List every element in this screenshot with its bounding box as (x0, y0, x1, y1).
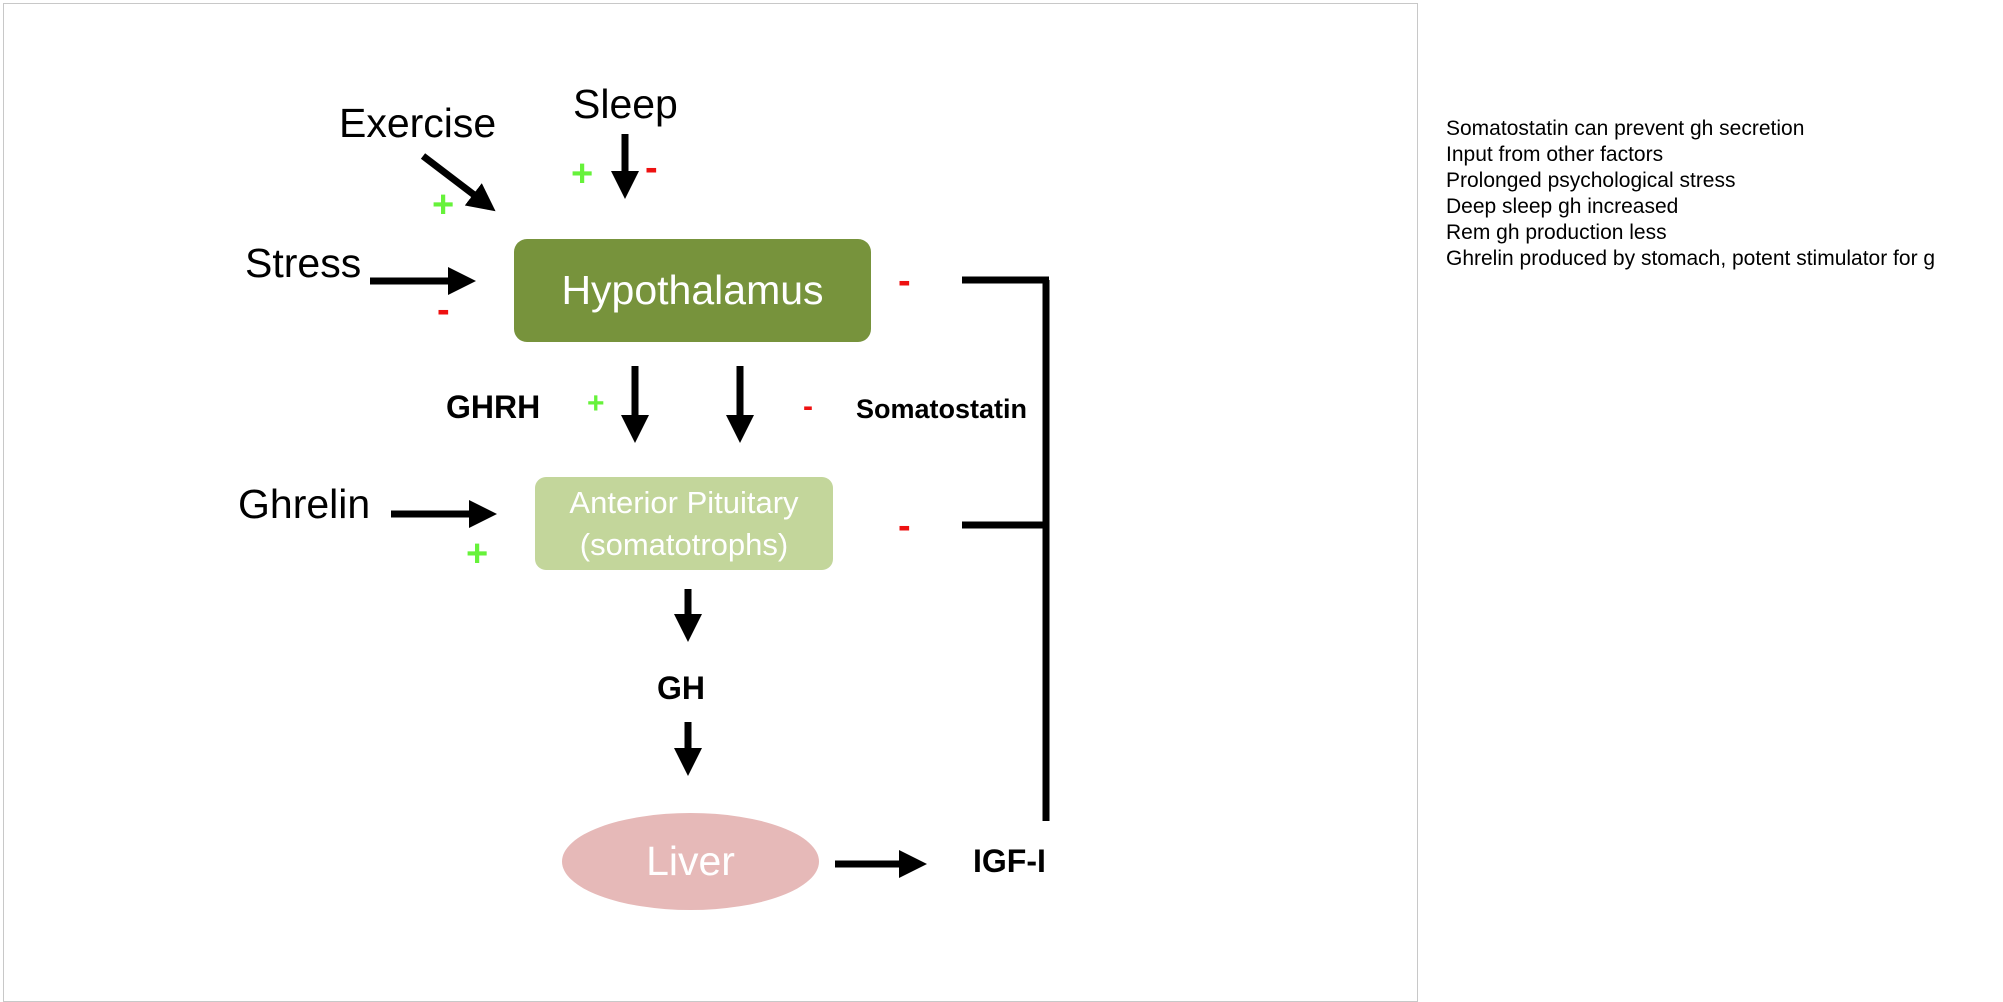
note-line: Rem gh production less (1446, 221, 1667, 244)
somatotrophs-label: (somatotrophs) (579, 526, 789, 562)
sleep-minus-sign: - (645, 147, 658, 189)
liver-label: Liver (646, 838, 735, 884)
ghrh-plus-sign: + (587, 387, 605, 420)
ghrelin-label: Ghrelin (238, 481, 371, 527)
note-line: Deep sleep gh increased (1446, 195, 1679, 218)
hypothalamus-feedback-minus-sign: - (898, 260, 911, 302)
slide-canvas: Exercise Sleep Stress Ghrelin Hypothalam… (3, 3, 1418, 1002)
exercise-label: Exercise (339, 100, 497, 146)
ghrh-label: GHRH (446, 389, 541, 425)
note-line: Ghrelin produced by stomach, potent stim… (1446, 247, 1936, 270)
sleep-plus-sign: + (571, 153, 594, 195)
exercise-plus-sign: + (432, 184, 455, 226)
exercise-arrow (420, 153, 496, 212)
anterior-pituitary-node: Anterior Pituitary (somatotrophs) (535, 477, 833, 570)
pituitary-feedback-minus-sign: - (898, 505, 911, 547)
liver-node: Liver (562, 813, 819, 910)
note-line: Input from other factors (1446, 143, 1664, 166)
somatostatin-label: Somatostatin (856, 394, 1028, 424)
somatostatin-minus-sign: - (803, 390, 813, 423)
arrows-layer (370, 134, 1050, 878)
note-line: Prolonged psychological stress (1446, 169, 1736, 192)
hypothalamus-label: Hypothalamus (561, 267, 824, 313)
stress-minus-sign: - (437, 289, 450, 331)
anterior-pituitary-label: Anterior Pituitary (569, 484, 799, 520)
ghrelin-plus-sign: + (466, 533, 489, 575)
hypothalamus-node: Hypothalamus (514, 239, 871, 342)
gh-label: GH (657, 670, 705, 706)
igf-label: IGF-I (973, 843, 1046, 879)
speaker-notes: Somatostatin can prevent gh secretion In… (1446, 116, 1935, 272)
sleep-label: Sleep (573, 81, 678, 127)
stress-label: Stress (245, 240, 362, 286)
feedback-bracket (962, 276, 1050, 821)
note-line: Somatostatin can prevent gh secretion (1446, 117, 1805, 140)
